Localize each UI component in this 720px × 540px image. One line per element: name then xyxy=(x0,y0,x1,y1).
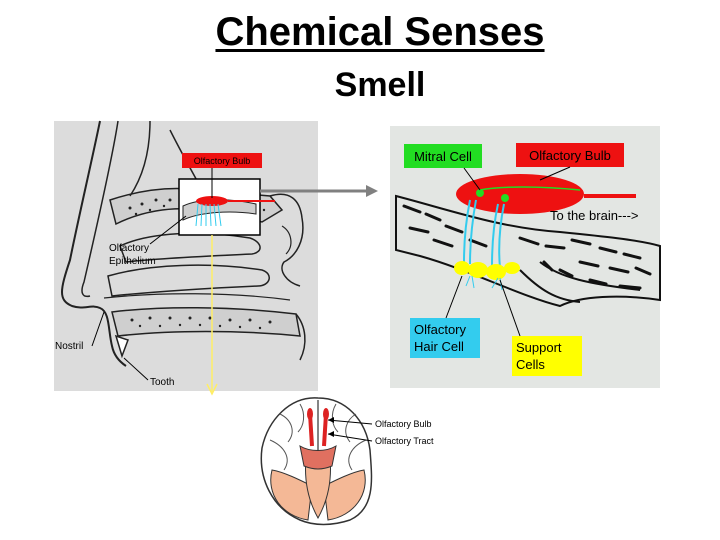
right-olfactory-bulb xyxy=(323,408,329,420)
middle-turbinate xyxy=(107,264,270,297)
brain-bulb-arrowhead xyxy=(328,417,334,423)
zoom-bone-texture xyxy=(402,204,652,290)
hair-cell-label-box xyxy=(410,318,480,358)
zoom-arrow xyxy=(260,185,378,197)
brain-tract-arrowhead xyxy=(328,431,334,437)
inferior-line xyxy=(103,293,291,301)
nostril-label: Nostril xyxy=(55,341,83,352)
face-outline xyxy=(61,120,127,367)
nasal-bone-outline xyxy=(81,120,119,298)
olfactory-bulb-shape xyxy=(456,174,584,214)
left-olfactory-bulb xyxy=(307,408,313,420)
nose-bulb-label: Olfactory Bulb xyxy=(194,156,251,166)
epithelium-label-line2: Epithelium xyxy=(109,256,156,267)
zoom-bulb-label: Olfactory Bulb xyxy=(529,148,611,163)
mitral-cells xyxy=(476,186,581,202)
bone-line-1 xyxy=(129,120,151,197)
page-subtitle: Smell xyxy=(334,66,426,104)
support-cells-label-line1: Support xyxy=(516,340,562,355)
zoom-bone-layer xyxy=(395,194,661,308)
mitral-cell-label: Mitral Cell xyxy=(414,149,472,164)
support-cells-cluster xyxy=(454,261,520,280)
zoom-panel: Mitral Cell Olfactory Bulb To the brain-… xyxy=(390,126,661,388)
brain-tract-label: Olfactory Tract xyxy=(375,436,434,446)
mini-olfactory-bulb xyxy=(196,196,228,206)
nose-panel: Olfactory Bulb Olfactory Epithelium Nost… xyxy=(54,120,318,391)
hard-palate xyxy=(111,306,301,337)
hair-cell-pointer xyxy=(445,275,463,319)
brain-tract-pointer xyxy=(327,433,373,442)
hair-cell-axons xyxy=(463,199,505,269)
brain-bulb-label: Olfactory Bulb xyxy=(375,419,432,429)
tooth-label: Tooth xyxy=(150,377,174,388)
left-cerebellum xyxy=(270,469,313,521)
mitral-cell-pointer xyxy=(463,167,481,191)
brain-connector-line xyxy=(206,235,218,396)
epithelium-label-line1: Olfactory xyxy=(109,243,149,254)
sinus-inner xyxy=(281,225,292,255)
to-brain-label: To the brain---> xyxy=(550,208,639,223)
zoom-bulb-label-box xyxy=(516,143,624,167)
superior-turbinate xyxy=(119,232,261,263)
soft-palate xyxy=(295,313,306,361)
support-cells-label-line2: Cells xyxy=(516,357,545,372)
nostril-pointer xyxy=(91,311,105,347)
hair-cell-label-line1: Olfactory xyxy=(414,322,467,337)
sinus-outline xyxy=(269,193,304,287)
pons-region xyxy=(299,444,337,470)
mitral-cell-label-box xyxy=(404,144,482,168)
zoom-bulb-pointer xyxy=(539,166,571,181)
tooth-shape xyxy=(114,334,129,359)
brain-panel: Olfactory Bulb Olfactory Tract xyxy=(260,397,434,526)
support-cells-label-box xyxy=(512,336,582,376)
zoom-lower-strata xyxy=(519,261,641,303)
epithelium-pointer xyxy=(149,215,187,245)
tooth-pointer xyxy=(123,357,149,381)
brainstem xyxy=(305,457,331,520)
mini-receptor-lines xyxy=(195,203,222,227)
support-cells-pointer xyxy=(499,279,521,337)
brain-bulb-pointer xyxy=(327,419,373,425)
hair-cell-label-line2: Hair Cell xyxy=(414,339,464,354)
nose-bulb-label-box xyxy=(182,153,262,168)
right-cerebellum xyxy=(323,469,366,521)
page-title: Chemical Senses xyxy=(215,10,545,54)
